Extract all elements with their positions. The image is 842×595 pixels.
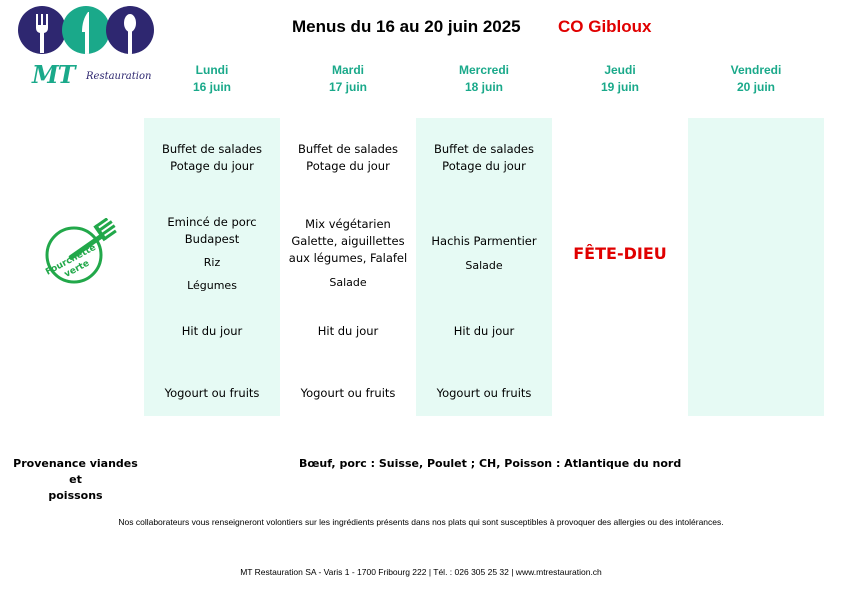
day-name: Lundi	[195, 63, 229, 77]
dessert-mardi: Yogourt ou fruits	[300, 386, 396, 400]
day-date: 18 juin	[464, 80, 503, 94]
holiday-label-jeudi: FÊTE-DIEU	[573, 244, 667, 263]
day-name: Jeudi	[604, 63, 636, 77]
main-line: Mix végétarien	[305, 217, 391, 231]
menu-column-lundi	[144, 118, 280, 416]
hit-mardi: Hit du jour	[317, 324, 379, 338]
day-name: Vendredi	[730, 63, 782, 77]
dessert-lundi: Yogourt ou fruits	[164, 386, 260, 400]
provenance-label: Provenance viandes et poissons	[8, 456, 143, 504]
logo-restauration-text: Restauration	[86, 71, 152, 82]
fourchette-verte-logo: Fourchette verte	[34, 217, 124, 288]
day-header-vendredi: Vendredi 20 juin	[688, 62, 824, 96]
knife-circle-icon	[62, 6, 110, 54]
main-line: Emincé de porc	[167, 215, 257, 229]
starter-line: Potage du jour	[306, 159, 390, 173]
menu-column-vendredi	[688, 118, 824, 416]
starter-line: Potage du jour	[170, 159, 254, 173]
day-header-lundi: Lundi 16 juin	[144, 62, 280, 96]
logo-mt-text: MT	[32, 60, 75, 89]
main-line: Budapest	[184, 232, 240, 246]
starter-line: Buffet de salades	[297, 142, 399, 156]
main-line: aux légumes, Falafel	[288, 251, 408, 265]
starter-line: Buffet de salades	[433, 142, 535, 156]
day-name: Mercredi	[458, 63, 510, 77]
page-title: Menus du 16 au 20 juin 2025	[292, 17, 521, 36]
day-date: 16 juin	[192, 80, 231, 94]
dessert-mercredi: Yogourt ou fruits	[436, 386, 532, 400]
hit-mercredi: Hit du jour	[453, 324, 515, 338]
side-lundi-2: Légumes	[187, 279, 237, 292]
starter-block-mercredi: Buffet de salades Potage du jour	[416, 141, 552, 175]
day-header-jeudi: Jeudi 19 juin	[552, 62, 688, 96]
allergy-notice: Nos collaborateurs vous renseigneront vo…	[118, 517, 724, 527]
side-lundi-1: Riz	[203, 256, 221, 269]
side-mardi-1: Salade	[329, 276, 367, 289]
day-date: 17 juin	[328, 80, 367, 94]
footer-contact: MT Restauration SA - Varis 1 - 1700 Frib…	[240, 567, 602, 577]
main-line: Galette, aiguillettes	[291, 234, 405, 248]
provenance-label-line: Provenance viandes et	[13, 457, 138, 486]
side-mercredi-1: Salade	[465, 259, 503, 272]
site-name: CO Gibloux	[558, 17, 652, 36]
day-header-mardi: Mardi 17 juin	[280, 62, 416, 96]
day-date: 20 juin	[736, 80, 775, 94]
day-header-mercredi: Mercredi 18 juin	[416, 62, 552, 96]
starter-block-lundi: Buffet de salades Potage du jour	[144, 141, 280, 175]
mt-logo	[18, 6, 154, 62]
main-block-mardi: Mix végétarien Galette, aiguillettes aux…	[280, 216, 416, 267]
provenance-label-line: poissons	[48, 489, 103, 502]
starter-line: Buffet de salades	[161, 142, 263, 156]
starter-block-mardi: Buffet de salades Potage du jour	[280, 141, 416, 175]
main-block-lundi: Emincé de porc Budapest	[144, 214, 280, 248]
main-mercredi: Hachis Parmentier	[431, 234, 537, 248]
menu-column-mercredi	[416, 118, 552, 416]
day-name: Mardi	[331, 63, 364, 77]
starter-line: Potage du jour	[442, 159, 526, 173]
hit-lundi: Hit du jour	[181, 324, 243, 338]
fork-icon: Fourchette verte	[44, 217, 117, 284]
fork-circle-icon	[18, 6, 66, 54]
day-date: 19 juin	[600, 80, 639, 94]
provenance-text: Bœuf, porc : Suisse, Poulet ; CH, Poisso…	[299, 457, 682, 470]
spoon-circle-icon	[106, 6, 154, 54]
